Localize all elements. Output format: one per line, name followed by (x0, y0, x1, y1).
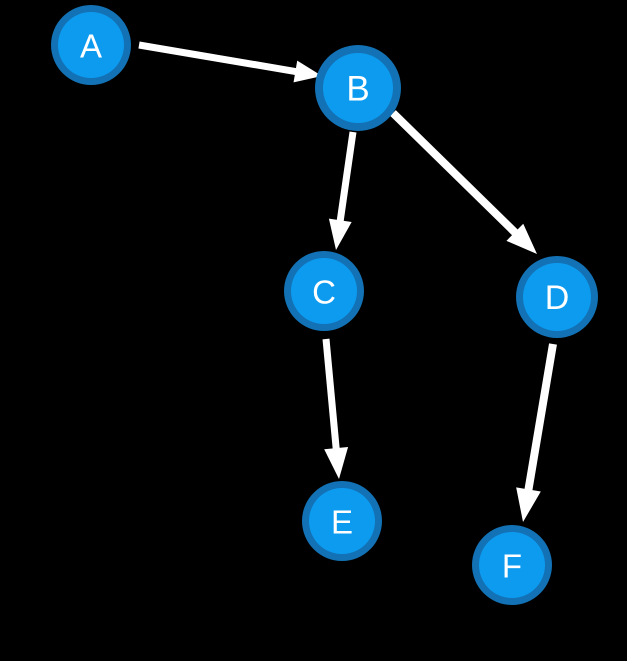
arrow-head-icon (506, 223, 537, 254)
graph-node-e[interactable]: E (302, 481, 382, 561)
graph-node-f[interactable]: F (472, 525, 552, 605)
edge-b-d[interactable] (390, 110, 537, 254)
node-label: E (331, 504, 353, 541)
arrow-head-icon (328, 218, 352, 250)
node-fill (523, 263, 591, 331)
arrow-head-icon (516, 487, 541, 522)
node-fill (58, 12, 124, 78)
edge-a-b[interactable] (138, 41, 322, 83)
edge-line (336, 131, 357, 225)
graph-node-b[interactable]: B (315, 45, 401, 131)
edge-d-f[interactable] (516, 343, 557, 522)
edge-line (322, 338, 340, 453)
node-fill (291, 258, 357, 324)
edge-b-c[interactable] (328, 131, 357, 250)
edge-line (523, 343, 557, 495)
node-label: F (502, 548, 522, 585)
nodes-layer: A B C D E F (51, 5, 598, 605)
edge-c-e[interactable] (322, 338, 349, 479)
node-label: B (346, 70, 369, 109)
arrow-head-icon (324, 447, 349, 479)
graph-node-c[interactable]: C (284, 251, 364, 331)
node-fill (309, 488, 375, 554)
node-label: D (545, 279, 570, 317)
edges-layer (138, 41, 557, 522)
node-fill (323, 53, 393, 123)
arrow-head-icon (293, 60, 322, 83)
graph-node-a[interactable]: A (51, 5, 131, 85)
node-label: A (80, 28, 102, 65)
edge-line (390, 110, 521, 238)
node-label: C (312, 274, 336, 311)
node-fill (479, 532, 545, 598)
edge-line (138, 41, 300, 76)
graph-node-d[interactable]: D (516, 256, 598, 338)
